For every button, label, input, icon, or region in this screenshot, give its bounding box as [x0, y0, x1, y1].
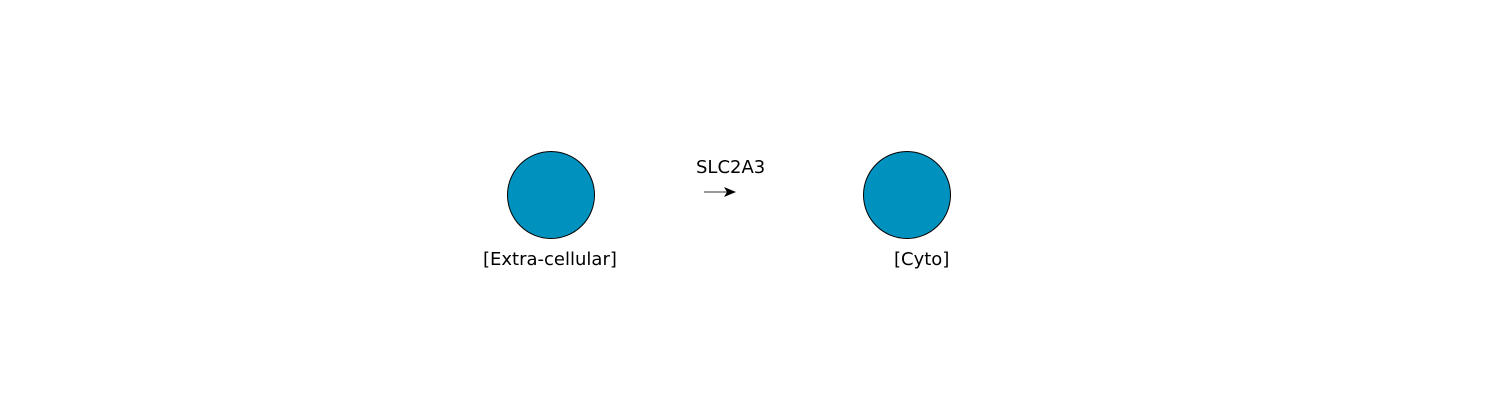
reaction-arrow-icon: [704, 187, 736, 197]
cyto-label: [Cyto]: [894, 249, 950, 270]
cyto-node[interactable]: [863, 151, 951, 239]
transporter-label: SLC2A3: [696, 157, 766, 178]
extracellular-label: [Extra-cellular]: [483, 249, 617, 270]
extracellular-node[interactable]: [507, 151, 595, 239]
